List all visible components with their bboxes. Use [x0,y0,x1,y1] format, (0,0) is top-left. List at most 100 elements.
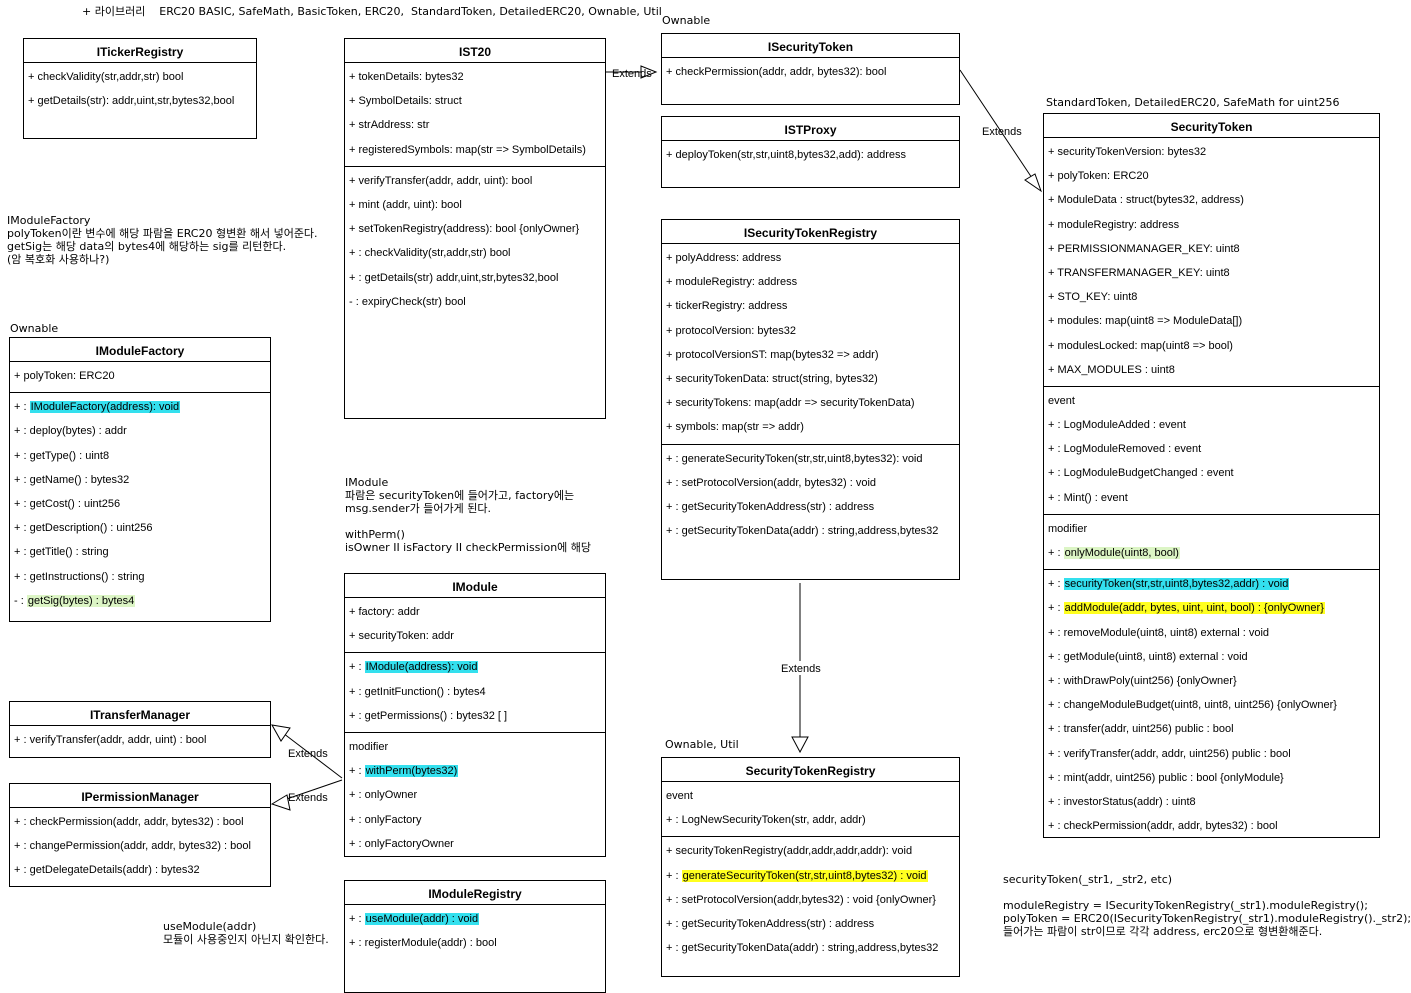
member-prefix: + : [1048,602,1064,615]
class-member: + factory: addr [349,606,420,618]
class-title: SecurityToken [1044,114,1379,138]
class-section: + verifyTransfer(addr, addr, uint): bool… [345,167,605,318]
class-isecurity-token-registry[interactable]: ISecurityTokenRegistry+ polyAddress: add… [661,219,960,580]
class-member: + verifyTransfer(addr, addr, uint): bool [349,174,533,187]
class-section: + polyAddress: address + moduleRegistry: … [662,244,959,445]
class-imodule-registry[interactable]: IModuleRegistry+ : useModule(addr) : voi… [344,880,606,993]
securitytoken-libs-label: StandardToken, DetailedERC20, SafeMath f… [1046,96,1340,109]
highlighted-member: generateSecurityToken(str,str,uint8,byte… [681,869,928,882]
class-member: + : generateSecurityToken(str,str,uint8,… [666,452,923,465]
class-member: + : getInitFunction() : bytes4 [349,685,486,698]
class-member: + : Mint() : event [1048,491,1128,504]
class-ist-proxy[interactable]: ISTProxy+ deployToken(str,str,uint8,byte… [661,116,960,188]
class-member: + : generateSecurityToken(str,str,uint8,… [662,864,959,888]
class-member: + polyAddress: address [666,252,782,264]
class-member: + : securityToken(str,str,uint8,bytes32,… [1044,572,1379,596]
member-prefix: + : [349,913,365,925]
class-ipermission-manager[interactable]: IPermissionManager+ : checkPermission(ad… [9,783,271,887]
class-member: + tickerRegistry: address [666,300,788,313]
class-member: + symbols: map(str => addr) [666,421,804,434]
class-member: + : checkValidity(str,addr,str) bool [349,247,511,260]
class-member: modifier [1048,522,1088,535]
class-member: modifier [349,740,389,753]
class-imodule[interactable]: IModule+ factory: addr+ securityToken: a… [344,573,606,857]
class-section: event+ : LogNewSecurityToken(str, addr, … [662,782,959,838]
class-title: ISecurityTokenRegistry [662,220,959,244]
member-prefix: + : [666,869,682,882]
class-member: + : removeModule(uint8, uint8) external … [1048,626,1270,639]
extends-imodule-permissionmanager: Extends [270,779,343,811]
class-member: + : transfer(addr, uint256) public : boo… [1048,723,1234,736]
class-section: + securityTokenRegistry(addr,addr,addr,a… [662,837,959,964]
highlighted-member: useModule(addr) : void [364,913,480,925]
class-title: ISecurityToken [662,34,959,58]
class-member: + : deploy(bytes) : addr [14,425,127,438]
class-member: + moduleRegistry: address [1048,218,1180,231]
class-member: + : onlyFactoryOwner [349,837,454,850]
extends-imodule-transfermanager: Extends [271,724,343,779]
class-member: + : changePermission(addr, addr, bytes32… [14,840,251,853]
class-member: + : IModuleFactory(address): void [10,395,270,419]
highlighted-member: IModuleFactory(address): void [29,401,181,414]
class-member: + : addModule(addr, bytes, uint, uint, b… [1044,596,1379,620]
class-section: + : securityToken(str,str,uint8,bytes32,… [1044,570,1379,842]
class-member: + setTokenRegistry(address): bool {onlyO… [349,223,580,236]
class-member: + : getName() : bytes32 [14,473,130,486]
class-member: + : getPermissions() : bytes32 [ ] [349,709,508,722]
class-isecurity-token[interactable]: ISecurityToken+ checkPermission(addr, ad… [661,33,960,105]
class-title: ITransferManager [10,702,270,726]
extends-label: Extends [288,748,328,760]
class-member: + polyToken: ERC20 [14,370,115,382]
class-member: + : IModule(address): void [345,655,605,679]
member-prefix: + : [1048,578,1064,591]
class-member: + : useModule(addr) : void [345,907,605,931]
class-member: + securityTokenVersion: bytes32 [1048,146,1207,158]
class-member: + : withDrawPoly(uint256) {onlyOwner} [1048,674,1237,687]
class-ist20[interactable]: IST20+ tokenDetails: bytes32+ SymbolDeta… [344,38,606,419]
extends-label: Extends [982,126,1022,138]
libraries-note: + 라이브러리 ERC20 BASIC, SafeMath, BasicToke… [82,5,662,18]
class-title: IModule [345,574,605,598]
class-imodule-factory[interactable]: IModuleFactory + polyToken: ERC20 + : IMod… [9,337,271,622]
class-section: + : verifyTransfer(addr, addr, uint) : b… [10,726,270,756]
class-title: IModuleFactory [10,338,270,362]
class-member: + moduleRegistry: address [666,276,798,289]
class-member: + modulesLocked: map(uint8 => bool) [1048,339,1233,352]
extends-label: Extends [288,792,328,804]
class-member: + : setProtocolVersion(addr, bytes32) : … [666,476,877,489]
class-member: + : onlyOwner [349,789,418,802]
ownable-label-isecuritytoken: Ownable [662,14,711,27]
class-member: + : verifyTransfer(addr, addr, uint256) … [1048,747,1291,760]
class-member: + strAddress: str [349,119,430,132]
member-prefix: + : [1048,547,1064,559]
class-member: + : getType() : uint8 [14,449,110,462]
class-member: + : verifyTransfer(addr, addr, uint) : b… [14,734,207,746]
class-member: + : withPerm(bytes32) [345,759,605,783]
ownable-label-imodulefactory: Ownable [10,322,59,335]
class-itransfer-manager[interactable]: ITransferManager + : verifyTransfer(addr,… [9,701,271,758]
class-security-token[interactable]: SecurityToken + securityTokenVersion: byt… [1043,113,1380,838]
extends-label: Extends [781,663,821,675]
class-member: + securityTokenRegistry(addr,addr,addr,a… [666,845,913,858]
class-member: + checkValidity(str,addr,str) bool [28,71,184,83]
class-member: + : getModule(uint8, uint8) external : v… [1048,650,1248,663]
class-member: + : getSecurityTokenData(addr) : string,… [666,942,939,955]
class-member: + : onlyModule(uint8, bool) [1044,541,1379,565]
class-title: ITickerRegistry [24,39,256,63]
class-section: + tokenDetails: bytes32+ SymbolDetails: … [345,63,605,167]
class-section: event+ : LogModuleAdded : event+ : LogMo… [1044,387,1379,515]
member-prefix: + : [349,765,365,778]
class-iticker-registry[interactable]: ITickerRegistry + checkValidity(str,addr,… [23,38,257,139]
class-member: event [1048,394,1075,407]
class-member: + : checkPermission(addr, addr, bytes32)… [1048,820,1278,833]
class-member: + STO_KEY: uint8 [1048,291,1138,304]
class-member: + securityTokens: map(addr => securityTo… [666,397,915,410]
class-member: + ModuleData : struct(bytes32, address) [1048,194,1244,207]
class-member: + getDetails(str): addr,uint,str,bytes32… [28,95,235,108]
highlighted-member: getSig(bytes) : bytes4 [26,594,136,607]
extends-ist20-isecuritytoken: Extends [606,65,658,80]
class-member: + securityTokenData: struct(string, byte… [666,372,878,385]
class-member: + : changeModuleBudget(uint8, uint8, uin… [1048,699,1337,712]
class-member: + : LogModuleAdded : event [1048,419,1186,432]
